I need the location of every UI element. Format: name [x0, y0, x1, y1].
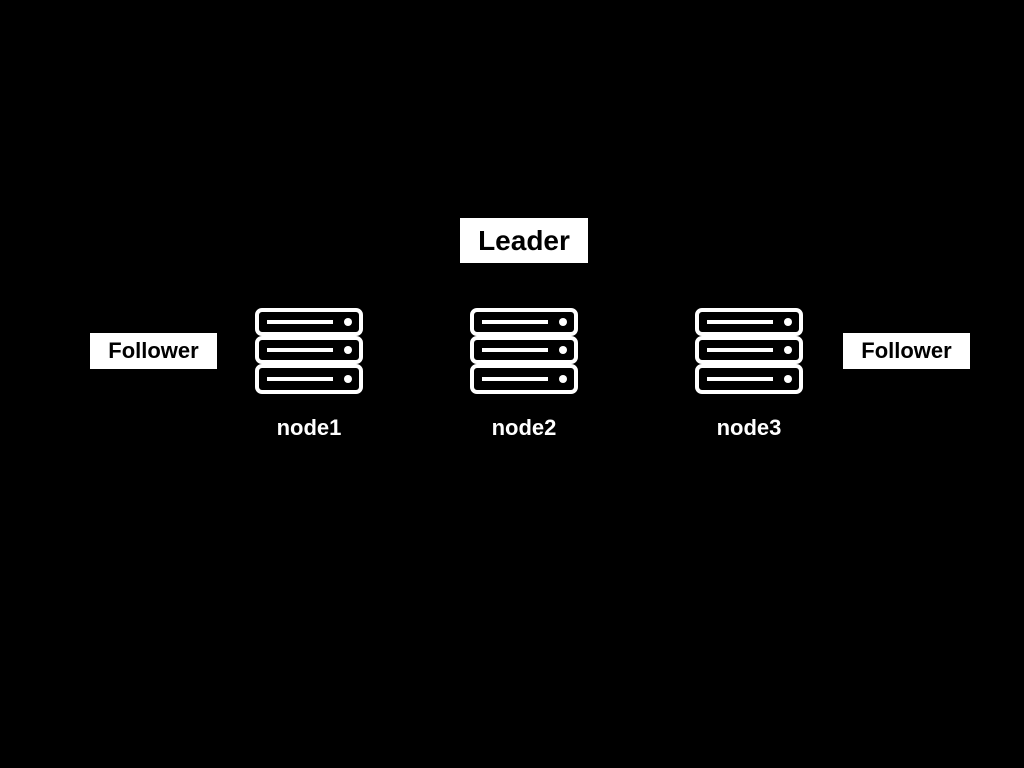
server-rack-icon	[695, 308, 803, 394]
follower-role-label-node1: Follower	[90, 333, 217, 369]
server-unit	[695, 308, 803, 336]
server-unit	[470, 308, 578, 336]
server-rack-icon	[470, 308, 578, 394]
server-unit	[255, 336, 363, 364]
server-unit	[255, 308, 363, 336]
follower-role-label-node3: Follower	[843, 333, 970, 369]
node-label-node1: node1	[276, 415, 342, 440]
server-rack-icon	[255, 308, 363, 394]
server-unit	[695, 336, 803, 364]
server-unit	[695, 364, 803, 394]
node-label-node3: node3	[716, 415, 782, 440]
server-unit	[470, 336, 578, 364]
node-label-node2: node2	[491, 415, 557, 440]
server-unit	[470, 364, 578, 394]
leader-role-label: Leader	[460, 218, 588, 263]
server-unit	[255, 364, 363, 394]
